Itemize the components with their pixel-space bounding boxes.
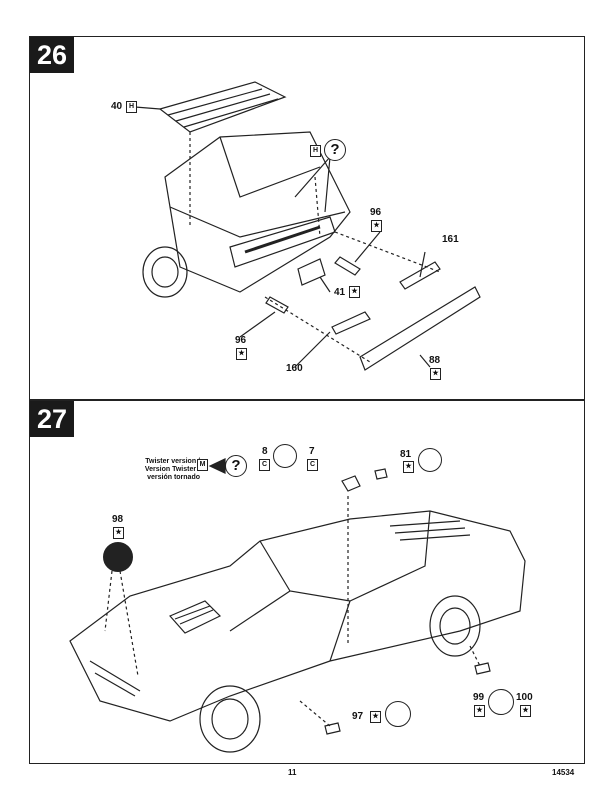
paint-chip-icon <box>418 448 442 472</box>
part-97-label: 97 <box>352 711 364 722</box>
part-41-label: 41 <box>334 287 346 298</box>
part-8-code: C <box>259 459 270 471</box>
step-27-panel: 27 <box>29 400 585 764</box>
part-h-code: H <box>310 145 321 157</box>
part-40-label: 40 <box>111 101 123 112</box>
question-icon: ? <box>225 455 247 477</box>
part-96a-label: 96 <box>370 207 382 218</box>
step-number: 26 <box>30 37 74 73</box>
decal-icon <box>103 542 133 572</box>
version-line: Twister version / <box>145 458 200 465</box>
star-icon: ★ <box>520 705 531 717</box>
part-98-label: 98 <box>112 514 124 525</box>
paint-chip-icon <box>488 689 514 715</box>
step-number: 27 <box>30 401 74 437</box>
version-line: versión tornado <box>147 474 200 481</box>
version-text: Twister version / Version Twister / vers… <box>115 458 200 482</box>
part-m-code: M <box>197 459 208 471</box>
part-81-label: 81 <box>400 449 412 460</box>
page-number: 11 <box>288 768 297 777</box>
part-161-label: 161 <box>442 234 459 245</box>
step-26-panel: 26 <box>29 36 585 400</box>
part-99-label: 99 <box>473 692 485 703</box>
paint-chip-icon <box>385 701 411 727</box>
part-88-label: 88 <box>429 355 441 366</box>
star-icon: ★ <box>236 348 247 360</box>
star-icon: ★ <box>474 705 485 717</box>
star-icon: ★ <box>403 461 414 473</box>
part-8-label: 8 <box>262 446 268 457</box>
part-7-code: C <box>307 459 318 471</box>
star-icon: ★ <box>430 368 441 380</box>
question-icon: ? <box>324 139 346 161</box>
part-96b-label: 96 <box>235 335 247 346</box>
star-icon: ★ <box>371 220 382 232</box>
part-100-label: 100 <box>516 692 533 703</box>
part-40-code: H <box>126 101 137 113</box>
part-7-label: 7 <box>309 446 315 457</box>
star-icon: ★ <box>370 711 381 723</box>
kit-number: 14534 <box>552 768 575 777</box>
version-line: Version Twister / <box>144 466 200 473</box>
star-icon: ★ <box>113 527 124 539</box>
step-26-drawing <box>134 81 481 371</box>
paint-chip-icon <box>273 444 297 468</box>
star-icon: ★ <box>349 286 360 298</box>
part-160-label: 160 <box>286 363 303 374</box>
